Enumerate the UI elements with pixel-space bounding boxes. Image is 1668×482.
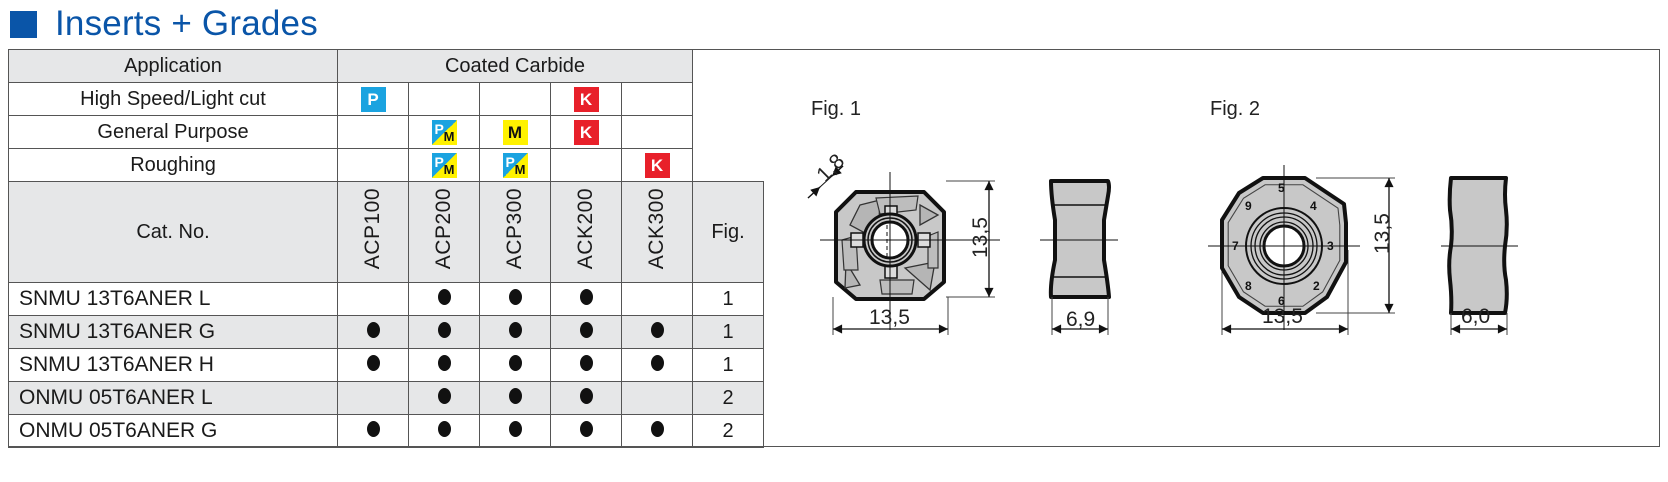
cat-no-cell: SNMU 13T6ANER H xyxy=(8,348,338,382)
fig2-label: Fig. 2 xyxy=(1210,98,1261,120)
available-dot-icon xyxy=(508,321,522,338)
fig2-width-dim: 13,5 xyxy=(1262,305,1303,328)
fig2-height-dim: 13,5 xyxy=(1371,213,1394,254)
available-dot-icon xyxy=(437,354,451,371)
badge-k-icon: K xyxy=(573,119,599,145)
fig2-side-view: 6,0 xyxy=(1441,176,1518,335)
available-dot-icon xyxy=(437,420,451,437)
availability-cell xyxy=(621,315,693,349)
available-dot-icon xyxy=(437,288,451,305)
application-grade-cell: K xyxy=(550,82,622,116)
badge-pm-p-letter: P xyxy=(434,153,444,170)
fig1-label: Fig. 1 xyxy=(811,98,862,120)
svg-text:9: 9 xyxy=(1245,199,1252,213)
application-grade-cell: M xyxy=(479,115,551,149)
badge-k-icon: K xyxy=(573,86,599,112)
application-label: General Purpose xyxy=(8,115,338,149)
fig1-chamfer-dim: 1,8 xyxy=(812,150,849,187)
availability-cell xyxy=(337,315,409,349)
fig2-top-view: 5 4 3 2 6 8 7 9 13,5 13,5 xyxy=(1208,165,1395,335)
badge-pm-m-letter: M xyxy=(443,128,455,144)
application-grade-cell: K xyxy=(550,115,622,149)
cat-no-cell: ONMU 05T6ANER G xyxy=(8,414,338,448)
availability-cell xyxy=(408,315,480,349)
available-dot-icon xyxy=(508,354,522,371)
available-dot-icon xyxy=(579,354,593,371)
svg-text:6: 6 xyxy=(1278,294,1285,308)
availability-cell xyxy=(479,282,551,316)
availability-cell xyxy=(550,381,622,415)
fig1-width-dim: 13,5 xyxy=(869,306,910,329)
availability-cell xyxy=(408,348,480,382)
fig-header: Fig. xyxy=(692,181,764,283)
application-grade-cell: K xyxy=(621,148,693,182)
title-text: Inserts + Grades xyxy=(55,4,318,43)
svg-text:5: 5 xyxy=(1278,181,1285,195)
badge-pm-p-letter: P xyxy=(434,120,444,137)
availability-cell xyxy=(621,381,693,415)
available-dot-icon xyxy=(366,354,380,371)
availability-cell xyxy=(550,282,622,316)
available-dot-icon xyxy=(366,321,380,338)
title-square-icon xyxy=(10,10,37,38)
grade-header-cell: ACP100 xyxy=(337,181,409,283)
available-dot-icon xyxy=(650,420,664,437)
svg-text:2: 2 xyxy=(1313,279,1320,293)
available-dot-icon xyxy=(508,387,522,404)
grade-header-cell: ACP300 xyxy=(479,181,551,283)
application-row: High Speed/Light cut P K xyxy=(8,82,764,116)
fig1-top-view: 1,8 13,5 13,5 xyxy=(807,150,1000,335)
available-dot-icon xyxy=(366,420,380,437)
application-label: High Speed/Light cut xyxy=(8,82,338,116)
badge-pm-m-letter: M xyxy=(514,161,526,177)
fig1-thickness-dim: 6,9 xyxy=(1066,308,1095,331)
grade-header-cell: ACK300 xyxy=(621,181,693,283)
available-dot-icon xyxy=(508,420,522,437)
fig-cell: 2 xyxy=(692,381,764,415)
badge-m-icon: M xyxy=(502,119,528,145)
badge-p-icon: P xyxy=(360,86,386,112)
available-dot-icon xyxy=(579,387,593,404)
coated-carbide-header: Coated Carbide xyxy=(337,49,693,83)
table-row: ONMU 05T6ANER G 2 xyxy=(8,414,764,448)
badge-k-icon: K xyxy=(644,152,670,178)
available-dot-icon xyxy=(437,387,451,404)
fig1-side-view: 6,9 xyxy=(1040,179,1118,335)
availability-cell xyxy=(621,282,693,316)
available-dot-icon xyxy=(579,321,593,338)
available-dot-icon xyxy=(579,288,593,305)
available-dot-icon xyxy=(650,354,664,371)
availability-cell xyxy=(408,381,480,415)
available-dot-icon xyxy=(579,420,593,437)
grades-table: Application Coated Carbide High Speed/Li… xyxy=(8,49,764,448)
application-grade-cell: P xyxy=(337,82,409,116)
availability-cell xyxy=(621,348,693,382)
availability-cell xyxy=(337,381,409,415)
fig-cell: 1 xyxy=(692,315,764,349)
section-title: Inserts + Grades xyxy=(10,2,318,46)
svg-text:8: 8 xyxy=(1245,279,1252,293)
availability-cell xyxy=(479,315,551,349)
fig2-thickness-dim: 6,0 xyxy=(1461,305,1490,328)
badge-pm-m-letter: M xyxy=(443,161,455,177)
grade-header-cell: ACK200 xyxy=(550,181,622,283)
available-dot-icon xyxy=(650,321,664,338)
available-dot-icon xyxy=(508,288,522,305)
fig1-height-dim: 13,5 xyxy=(969,217,992,258)
available-dot-icon xyxy=(437,321,451,338)
fig-cell: 2 xyxy=(692,414,764,448)
availability-cell xyxy=(337,348,409,382)
badge-pm-p-letter: P xyxy=(505,153,515,170)
svg-text:4: 4 xyxy=(1310,199,1317,213)
